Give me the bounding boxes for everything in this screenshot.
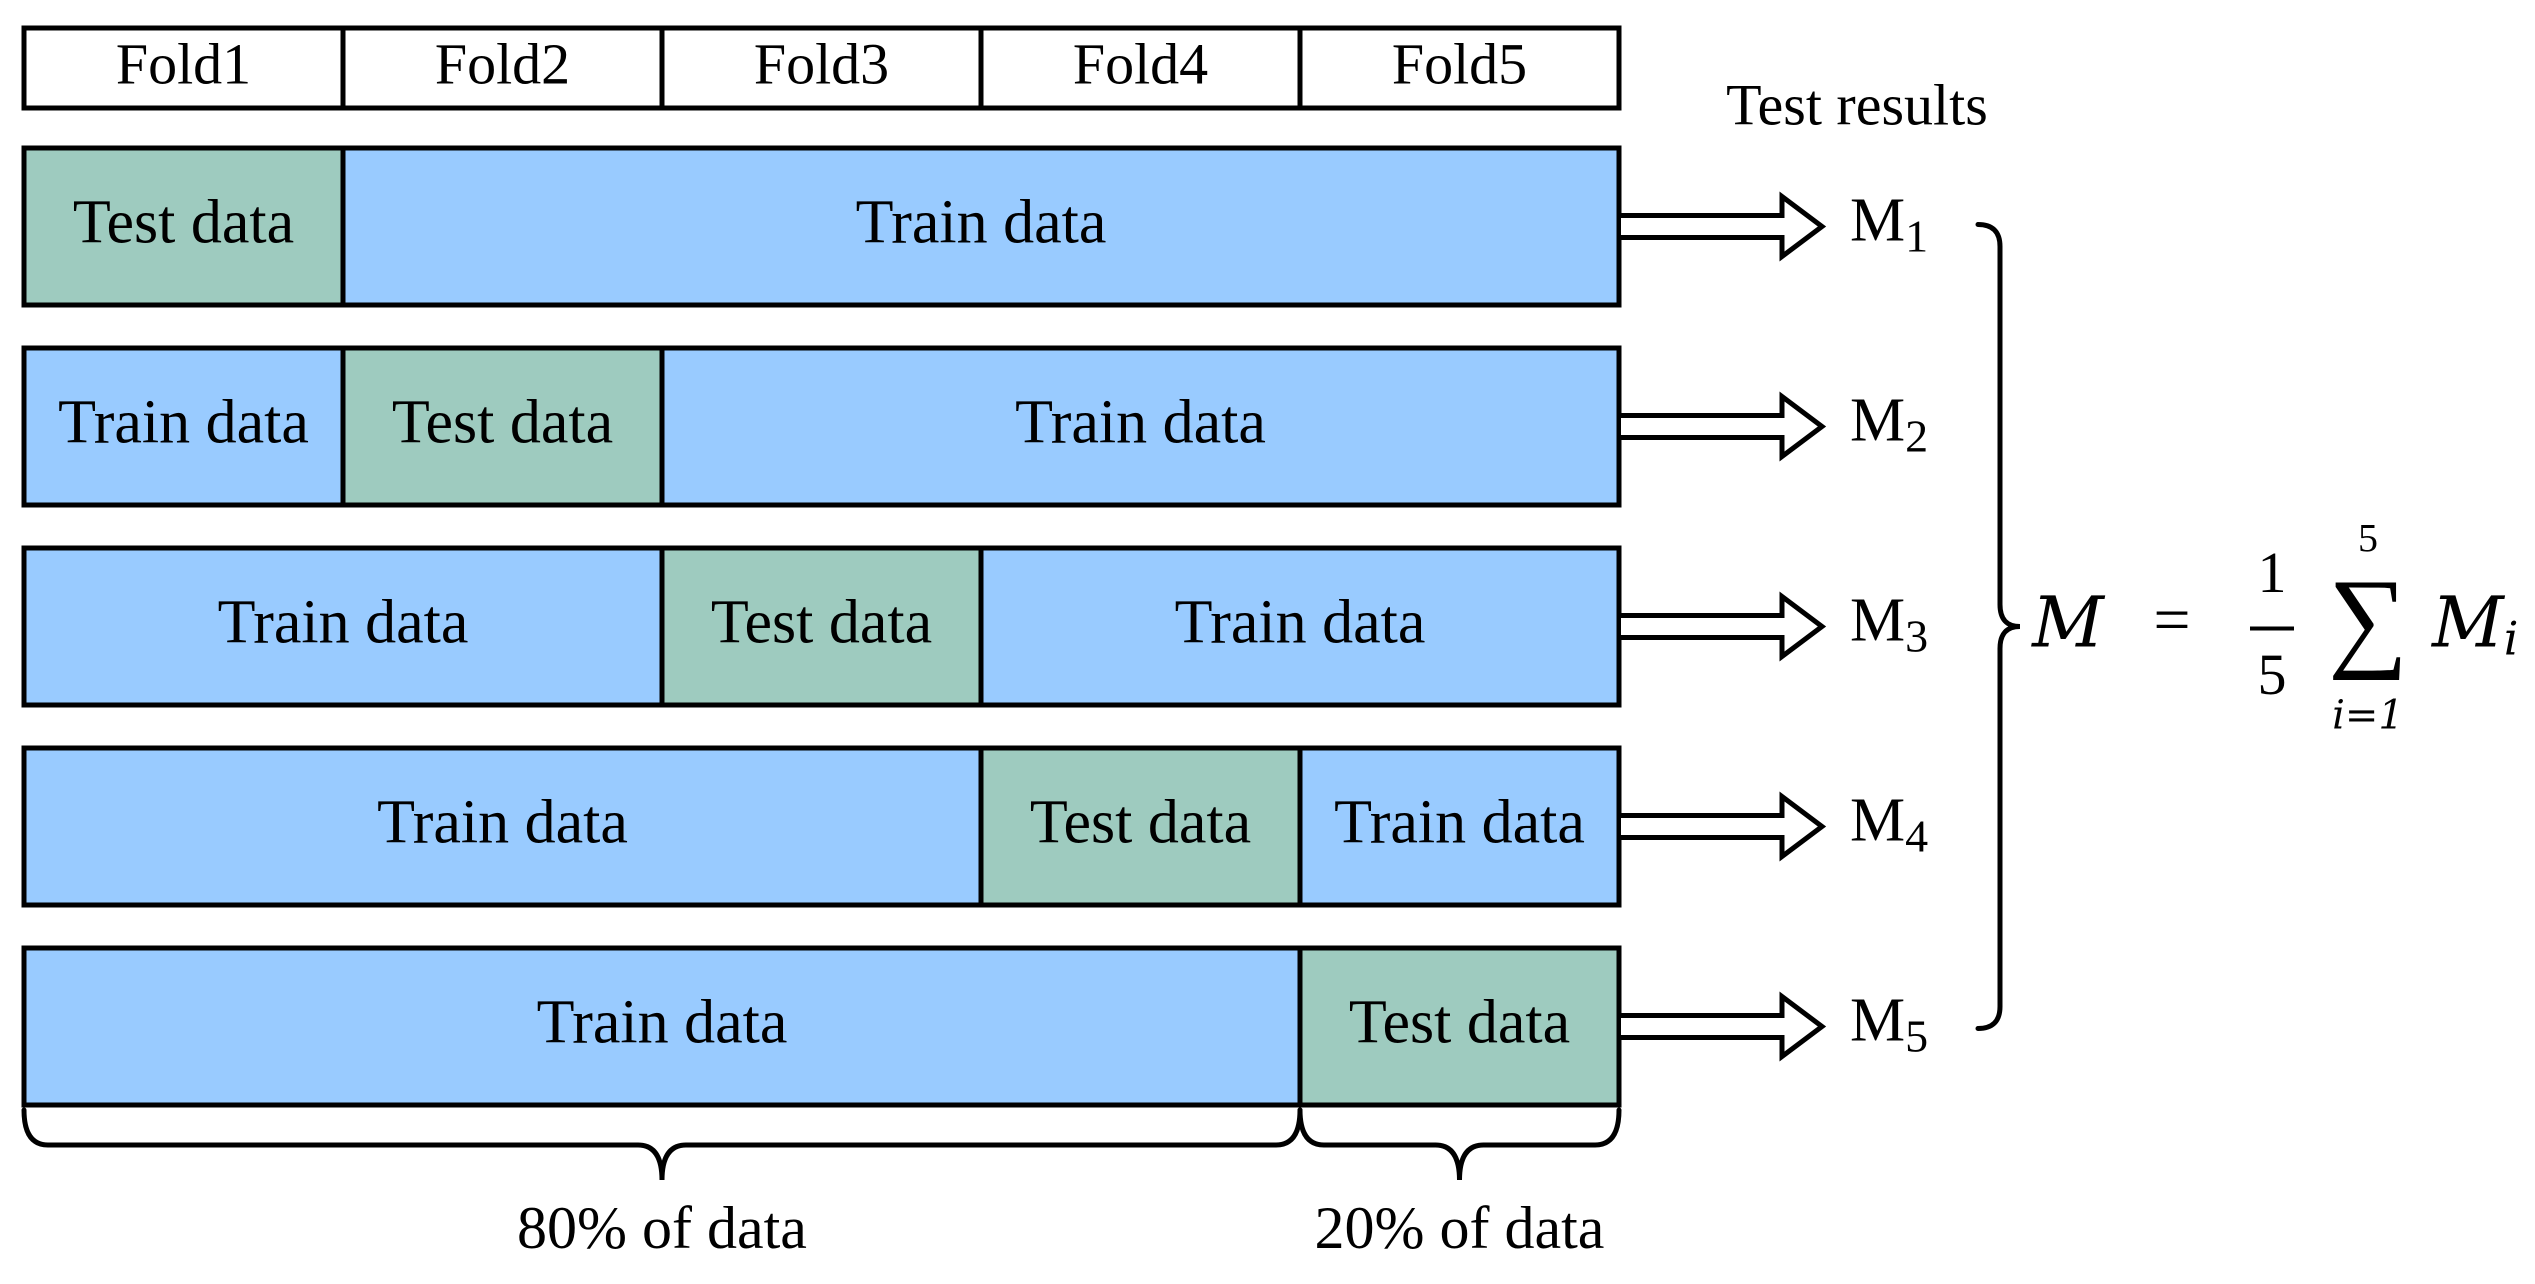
test-data-label: Test data [392,389,613,457]
train-data-block [978,545,1622,708]
result-label: M1 [1850,187,1928,261]
result-arrow [1621,791,1827,862]
result-label: M4 [1850,787,1928,861]
formula-equals: = [2153,584,2190,657]
sum-upper-limit: 5 [2358,516,2378,561]
result-label: M3 [1850,587,1928,661]
result-arrow [1621,991,1827,1062]
result-subscript: 4 [1905,810,1928,861]
result-letter: M [1850,987,1905,1055]
fold-label: Fold2 [435,31,570,96]
test-data-label: Test data [1349,989,1570,1057]
test-share-label: 20% of data [1315,1195,1605,1261]
result-letter: M [1850,587,1905,655]
test-share-brace [1297,1107,1622,1181]
train-data-block [1297,745,1622,908]
sum-lower-limit: i=1 [2332,693,2404,739]
result-subscript: 2 [1905,410,1928,461]
result-arrow [1621,191,1827,262]
test-results-title: Test results [1726,72,1988,137]
formula-lhs: M [2030,582,2106,664]
train-data-label: Train data [856,189,1107,257]
fold-label: Fold4 [1073,31,1208,96]
result-arrow [1621,391,1827,462]
result-label: M5 [1850,987,1928,1061]
result-label: M2 [1850,387,1928,461]
test-data-label: Test data [1030,789,1251,857]
test-data-label: Test data [73,189,294,257]
summation-symbol: ∑ [2328,557,2408,681]
formula-numerator: 1 [2258,540,2287,605]
formula-term: Mi [2430,582,2518,666]
result-subscript: 1 [1905,210,1928,261]
fold-label: Fold3 [754,31,889,96]
fold-label: Fold5 [1392,31,1527,96]
train-data-block [659,345,1622,508]
result-subscript: 5 [1905,1010,1928,1061]
train-data-block [21,945,1303,1108]
result-letter: M [1850,187,1905,255]
train-data-block [340,145,1622,308]
train-data-label: Train data [1334,789,1585,857]
train-data-label: Train data [218,589,469,657]
test-data-block [978,745,1303,908]
result-arrow [1621,591,1827,662]
train-data-block [21,745,984,908]
fold-header [21,25,1622,111]
result-letter: M [1850,387,1905,455]
formula-denominator: 5 [2258,642,2287,707]
train-data-label: Train data [1015,389,1266,457]
train-data-label: Train data [1175,589,1426,657]
result-letter: M [1850,787,1905,855]
train-share-label: 80% of data [517,1195,807,1261]
results-brace [1975,222,2021,1031]
train-data-label: Train data [377,789,628,857]
formula-term-subscript: i [2504,612,2519,666]
train-data-label: Train data [537,989,788,1057]
test-data-block [21,145,346,308]
formula-term-letter: M [2430,582,2506,664]
fold-label: Fold1 [116,31,251,96]
train-share-brace [21,1107,1303,1181]
train-data-block [21,345,346,508]
test-data-block [1297,945,1622,1108]
result-subscript: 3 [1905,610,1928,661]
train-data-label: Train data [58,389,309,457]
test-data-label: Test data [711,589,932,657]
